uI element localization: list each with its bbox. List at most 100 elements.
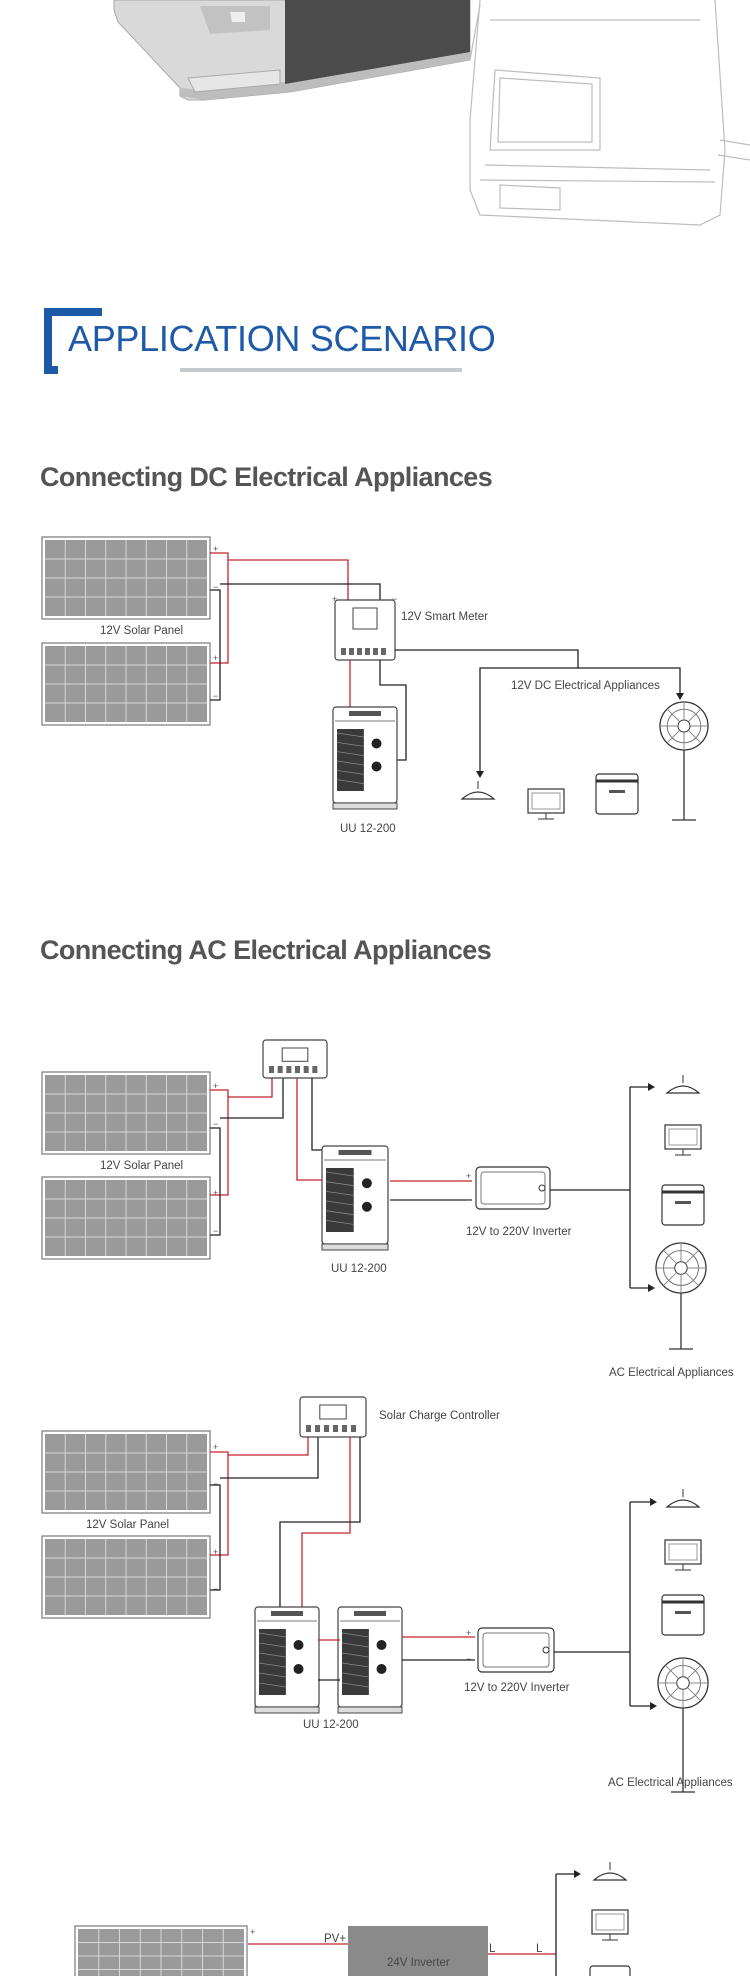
d1-lamp-icon: [460, 781, 496, 800]
d1-fridge-icon: [595, 773, 639, 815]
polarity-mark: +: [213, 1188, 218, 1198]
d2-solar-panel-top: [41, 1071, 211, 1155]
d4-l2-label: L: [536, 1943, 543, 1955]
d4-solar-panel: [74, 1925, 248, 1976]
d2-battery: [321, 1145, 389, 1251]
d3-arrow-bottom: [650, 1702, 657, 1710]
d2-arrow-bottom: [648, 1284, 655, 1292]
d3-fan-icon: [657, 1657, 709, 1793]
polarity-mark: −: [466, 1195, 471, 1205]
polarity-mark: −: [213, 1479, 218, 1489]
polarity-mark: +: [466, 1171, 471, 1181]
polarity-mark: +: [213, 653, 218, 663]
d3-battery-left: [254, 1606, 320, 1714]
d2-monitor-icon: [664, 1124, 702, 1156]
d1-solar-label: 12V Solar Panel: [100, 625, 184, 637]
d2-wire-red-ctrl: [228, 1070, 273, 1098]
banner-title: APPLICATION SCENARIO: [68, 318, 496, 359]
d3-appliances-label: AC Electrical Appliances: [608, 1777, 733, 1789]
d2-inverter-label: 12V to 220V Inverter: [466, 1226, 572, 1238]
d1-appliances-label: 12V DC Electrical Appliances: [511, 680, 660, 692]
d1-solar-panel-bottom: [41, 642, 211, 726]
polarity-mark: +: [466, 1628, 471, 1638]
d2-battery-label: UU 12-200: [331, 1263, 387, 1275]
d2-inverter: [475, 1166, 551, 1210]
polarity-mark: −: [213, 1226, 218, 1236]
d1-arrow-fan: [676, 693, 684, 700]
d3-wire-panel-red: [210, 1451, 229, 1556]
polarity-mark: −: [213, 1119, 218, 1129]
d4-monitor-icon: [591, 1909, 629, 1941]
banner-bracket: [44, 308, 102, 374]
d3-inverter: [477, 1627, 555, 1673]
d1-wire-load-right: [578, 667, 681, 694]
d1-solar-panel-top: [41, 536, 211, 620]
d3-arrow-top: [650, 1498, 657, 1506]
d3-solar-panel-bottom: [41, 1535, 211, 1619]
polarity-mark: +: [213, 1547, 218, 1557]
polarity-mark: +: [213, 1442, 218, 1452]
polarity-mark: +: [332, 594, 337, 604]
d4-lamp-icon: [592, 1862, 628, 1881]
d1-wire-panel-black: [210, 589, 221, 701]
d4-inverter-label: 24V Inverter: [387, 1957, 450, 1969]
polarity-mark: +: [250, 1927, 255, 1937]
d3-wire-black-ctrl: [220, 1432, 319, 1479]
d4-fridge-icon: [589, 1965, 631, 1976]
d1-monitor-icon: [527, 788, 565, 820]
d1-wire-red-meter: [228, 559, 349, 600]
d2-wire-black-battery: [311, 1078, 340, 1151]
polarity-mark: −: [213, 582, 218, 592]
d2-fridge-icon: [661, 1184, 705, 1226]
d2-wire-panel-red: [210, 1089, 229, 1196]
d3-solar-label: 12V Solar Panel: [86, 1519, 170, 1531]
d2-wire-black-ctrl: [220, 1070, 284, 1119]
d1-fan-icon: [659, 701, 709, 821]
polarity-mark: +: [213, 544, 218, 554]
d3-wire-panel-black: [210, 1484, 221, 1591]
d1-smart-meter: [334, 599, 396, 661]
d1-battery-label: UU 12-200: [340, 823, 396, 835]
d1-battery: [332, 706, 398, 810]
product-illustration: [113, 0, 750, 226]
polarity-mark: −: [213, 1584, 218, 1594]
d3-wire-red-ctrl: [228, 1432, 309, 1456]
d1-wire-panel-red: [210, 552, 229, 664]
d3-monitor-icon: [664, 1539, 702, 1571]
d3-solar-panel-top: [41, 1430, 211, 1514]
application-scenario-banner: APPLICATION SCENARIO: [44, 306, 496, 376]
dc-section-title: Connecting DC Electrical Appliances: [40, 462, 493, 492]
d3-wire-red-battery: [301, 1437, 351, 1640]
d1-arrow-lamp: [476, 771, 484, 778]
d4-pv-label: PV+: [324, 1933, 347, 1945]
polarity-mark: +: [213, 1081, 218, 1091]
d3-battery-right: [337, 1606, 403, 1714]
d2-solar-label: 12V Solar Panel: [100, 1160, 184, 1172]
d3-controller-label: Solar Charge Controller: [379, 1410, 500, 1422]
banner-underline: [180, 368, 462, 372]
d1-wire-load-left: [395, 649, 579, 772]
d2-arrow-top: [648, 1083, 655, 1091]
d4-l1-label: L: [489, 1943, 496, 1955]
d1-wire-black-meter: [220, 583, 381, 600]
polarity-mark: −: [213, 691, 218, 701]
polarity-mark: −: [466, 1654, 471, 1664]
d3-fridge-icon: [661, 1594, 705, 1636]
ac-section-title: Connecting AC Electrical Appliances: [40, 935, 492, 965]
d2-wire-panel-black: [210, 1127, 221, 1236]
d3-inverter-label: 12V to 220V Inverter: [464, 1682, 570, 1694]
d4-inverter-box: [348, 1926, 488, 1976]
d3-battery-label: UU 12-200: [303, 1719, 359, 1731]
d3-lamp-icon: [665, 1489, 701, 1508]
d3-wire-black-battery: [279, 1437, 361, 1610]
d3-charge-controller: [299, 1396, 367, 1438]
d2-appliances-label: AC Electrical Appliances: [609, 1367, 734, 1379]
d2-solar-panel-bottom: [41, 1176, 211, 1260]
d4-arrow-top: [574, 1870, 581, 1878]
d2-charge-controller: [262, 1039, 328, 1079]
d1-meter-label: 12V Smart Meter: [401, 611, 488, 623]
d2-lamp-icon: [665, 1075, 701, 1094]
d2-fan-icon: [655, 1242, 707, 1350]
